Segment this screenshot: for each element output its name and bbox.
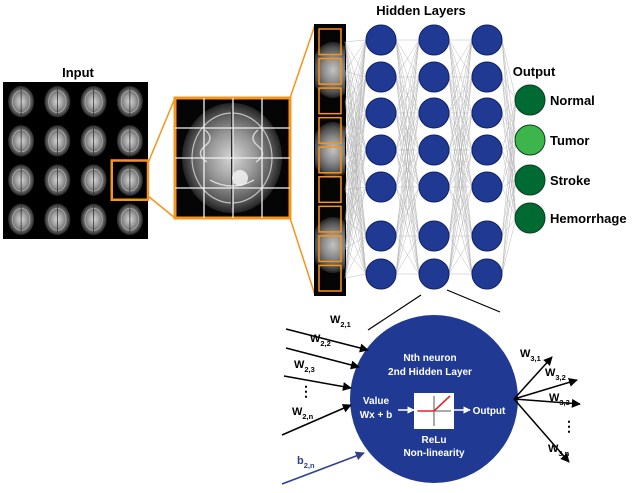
mri-thumbnail (8, 85, 35, 118)
output-neuron (514, 202, 546, 234)
mri-thumbnail (116, 164, 143, 196)
hidden-neuron (365, 134, 397, 166)
weight-label-w3n: W3,n (548, 443, 570, 458)
hidden-neuron (418, 134, 450, 166)
input-label: Input (62, 65, 94, 80)
input-ellipsis: ⋮ (299, 383, 313, 399)
mri-thumbnail (44, 164, 71, 196)
mri-thumbnail (116, 203, 143, 236)
hidden-neuron (365, 220, 397, 252)
output-neuron (514, 124, 546, 156)
hidden-neuron (471, 61, 503, 93)
input-mri-grid (3, 82, 150, 239)
weight-label-w2n: W2,n (292, 406, 314, 421)
output-node: Hemorrhage (514, 202, 627, 234)
mri-thumbnail (44, 125, 71, 157)
weight-arrow-w23 (283, 375, 352, 392)
neuron-title-line1: Nth neuron (403, 353, 456, 364)
output-label: Output (513, 64, 556, 79)
hidden-neuron (418, 171, 450, 203)
hidden-layer (471, 24, 503, 290)
output-class-label: Tumor (550, 133, 589, 148)
output-node: Tumor (514, 124, 589, 156)
mri-thumbnail (8, 203, 35, 236)
mri-thumbnail (44, 203, 71, 236)
output-class-label: Stroke (550, 173, 590, 188)
zoomed-mri-slice (173, 96, 292, 220)
output-arrow-w3n (513, 398, 570, 463)
hidden-neuron (418, 97, 450, 129)
hidden-layers-label: Hidden Layers (376, 3, 466, 18)
mri-thumbnail (80, 85, 107, 118)
hidden-neuron (418, 220, 450, 252)
hidden-neuron (471, 134, 503, 166)
output-arrow-w32 (513, 378, 578, 400)
output-neuron (514, 164, 546, 196)
output-arrow-w33 (513, 398, 581, 408)
neuron-output-text: Output (473, 406, 506, 417)
hidden-layer (418, 24, 450, 290)
hidden-neuron (365, 61, 397, 93)
output-neuron (514, 84, 546, 116)
hidden-neuron (418, 24, 450, 56)
hidden-neuron (418, 61, 450, 93)
hidden-neuron (471, 97, 503, 129)
output-class-label: Normal (550, 93, 595, 108)
neuron-detail: Nth neuron 2nd Hidden Layer Value Wx + b… (350, 315, 518, 483)
input-weight-arrows (281, 328, 369, 436)
hidden-neuron (365, 258, 397, 290)
hidden-neuron (418, 258, 450, 290)
mri-thumbnail (80, 125, 107, 157)
zoom-connector-lines (147, 24, 316, 296)
hidden-layer (365, 24, 397, 290)
output-arrow-w31 (513, 356, 553, 400)
weight-label-w21: W2,1 (330, 314, 351, 329)
mri-thumbnail (116, 125, 143, 157)
weight-label-w23: W2,3 (294, 359, 315, 374)
hidden-neuron (471, 220, 503, 252)
weight-arrow-w21 (285, 328, 369, 353)
weight-label-w32: W3,2 (545, 367, 566, 382)
output-class-label: Hemorrhage (550, 211, 627, 226)
mri-thumbnail (8, 125, 35, 157)
weight-label-w33: W3,3 (549, 392, 570, 407)
mri-thumbnail (116, 85, 143, 118)
activation-line2: Non-linearity (403, 448, 465, 459)
magnification-lines (367, 289, 501, 331)
mri-thumbnail (8, 164, 35, 196)
weight-label-w22: W2,2 (310, 333, 331, 348)
bias-label: b2,n (297, 455, 315, 470)
weight-label-w31: W3,1 (520, 348, 541, 363)
bias-arrow (281, 451, 365, 485)
mri-thumbnail (80, 203, 107, 236)
network-connections (344, 39, 517, 279)
hidden-neuron (471, 24, 503, 56)
hidden-neuron (471, 171, 503, 203)
hidden-neuron (365, 24, 397, 56)
selected-mri-highlight (110, 159, 150, 201)
hidden-neuron (365, 171, 397, 203)
weight-arrow-w2n (281, 404, 352, 436)
activation-line1: ReLu (422, 435, 447, 446)
neuron-title-line2: 2nd Hidden Layer (388, 367, 472, 378)
output-node: Stroke (514, 164, 590, 196)
weight-arrow-w22 (285, 347, 360, 370)
mri-thumbnail (44, 85, 71, 118)
hidden-neuron (471, 258, 503, 290)
output-weight-arrows (513, 356, 581, 463)
neuron-value-line2: Wx + b (360, 410, 393, 421)
zoom-grid-lines (175, 98, 290, 218)
mri-thumbnail (80, 164, 107, 196)
neuron-value-line1: Value (363, 396, 390, 407)
output-node: Normal (514, 84, 595, 116)
hidden-layers (365, 24, 503, 290)
relu-graph-icon (414, 393, 454, 429)
output-ellipsis: ⋮ (562, 418, 576, 434)
hidden-neuron (365, 97, 397, 129)
